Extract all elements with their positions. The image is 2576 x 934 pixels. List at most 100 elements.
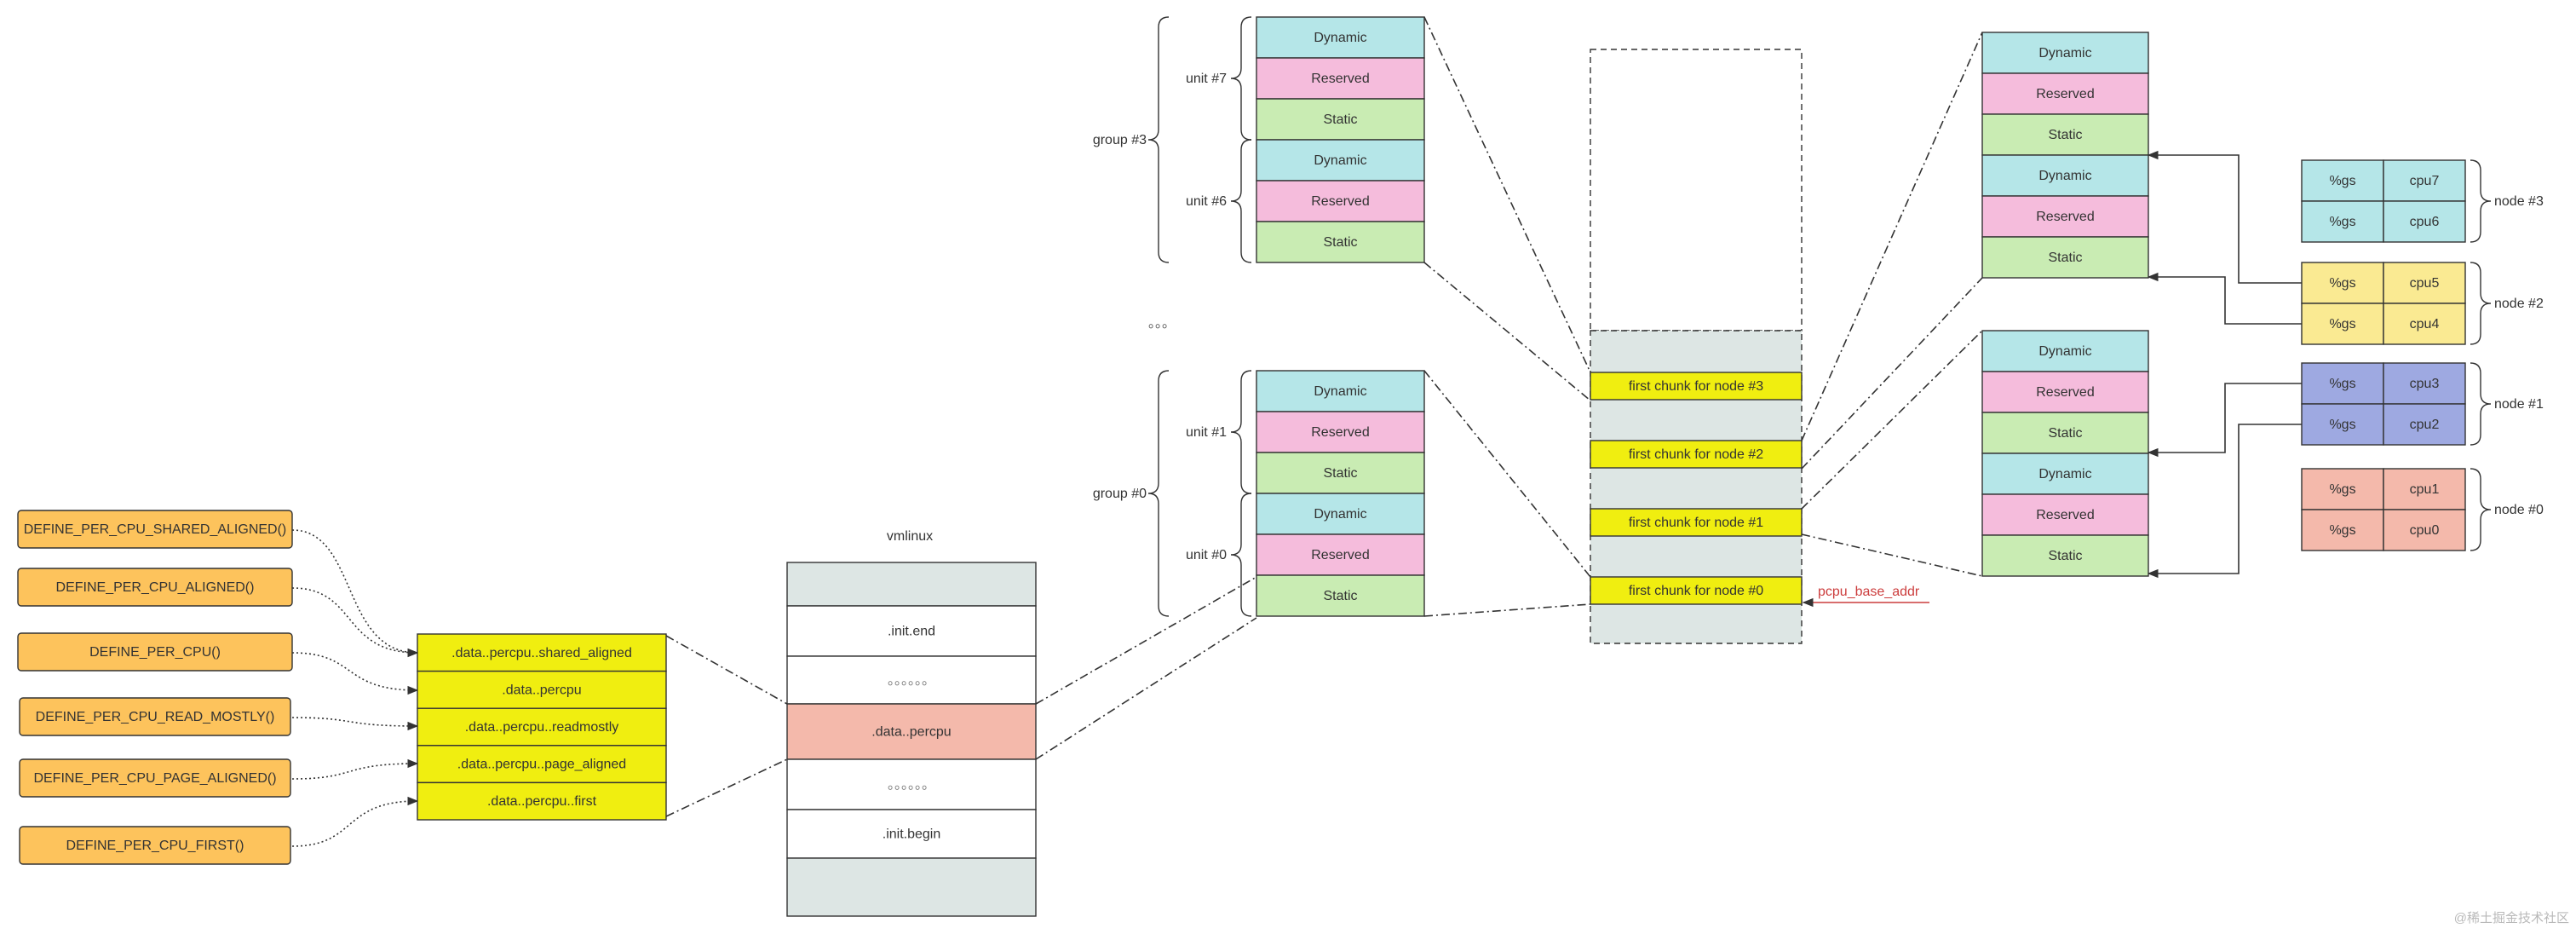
macro-5-label: DEFINE_PER_CPU_FIRST()	[66, 839, 244, 853]
section-1-label: .data..percpu	[502, 683, 581, 697]
cpu-node-1-cpu-1-label: cpu4	[2410, 317, 2440, 332]
node-stack-0-reserved-block: Reserved	[1981, 195, 2149, 238]
vmlinux-row-1: .init.end	[786, 605, 1037, 657]
macro-2: DEFINE_PER_CPU()	[17, 632, 293, 672]
cpu-node-0-gs-1: %gs	[2301, 200, 2384, 243]
group-0-reserved-block: Reserved	[1256, 180, 1425, 222]
vmlinux-row-4: 。。。。。。	[786, 758, 1037, 810]
group-0-dynamic-block-label: Dynamic	[1314, 153, 1366, 168]
macro-shared-aligned-connector	[291, 529, 419, 658]
cpu-node-2-gs-0: %gs	[2301, 362, 2384, 405]
vmlinux-row-2-label: 。。。。。。	[888, 673, 935, 688]
cpu-node-0-gs-1-label: %gs	[2329, 215, 2355, 229]
cpu-node-3-gs-0: %gs	[2301, 468, 2384, 510]
vmlinux-row-3-label: .data..percpu	[871, 725, 951, 740]
chunk-3: first chunk for node #0	[1590, 576, 1803, 605]
cpu3-arrow	[2147, 383, 2302, 458]
group3-to-chunk3-top	[1423, 16, 1591, 373]
node-stack-0-static-block-label: Static	[2048, 128, 2082, 142]
node-stack-1-reserved-block-label: Reserved	[2036, 385, 2094, 400]
macro-read-mostly-connector	[291, 717, 419, 731]
group-1-static-block-label: Static	[1323, 589, 1357, 603]
group-0-reserved-block: Reserved	[1256, 57, 1425, 100]
group-1-reserved-block: Reserved	[1256, 411, 1425, 453]
macro-3: DEFINE_PER_CPU_READ_MOSTLY()	[19, 697, 291, 736]
vmlinux-row-6	[786, 857, 1037, 917]
node-unit-stack-1: DynamicReservedStaticDynamicReservedStat…	[1981, 330, 2149, 577]
node-stack-0-static-block-label: Static	[2048, 251, 2082, 265]
cpu-node-0-cpu-0-label: cpu7	[2410, 174, 2440, 188]
group-1-static-block: Static	[1256, 452, 1425, 494]
node-unit-stacks: DynamicReservedStaticDynamicReservedStat…	[1981, 32, 2149, 577]
unit-brace-0-1	[1230, 139, 1252, 263]
watermark: @稀土掘金技术社区	[2454, 911, 2569, 925]
node-stack-0-dynamic-block: Dynamic	[1981, 154, 2149, 197]
cpu5-arrow	[2147, 150, 2302, 284]
node-stack-1-reserved-block: Reserved	[1981, 371, 2149, 413]
cpu-node-1-cpu-1: cpu4	[2383, 303, 2466, 345]
cpu-node-3-cpu-0: cpu1	[2383, 468, 2466, 510]
vmlinux-row-3: .data..percpu	[786, 703, 1037, 760]
macro-page-aligned-connector	[291, 758, 419, 780]
node-stack-1-static-block: Static	[1981, 534, 2149, 577]
node-stack-0-dynamic-block-label: Dynamic	[2038, 46, 2091, 61]
cpu2-arrow	[2147, 424, 2302, 579]
chunk-1: first chunk for node #2	[1590, 440, 1803, 469]
node-stack-1-static-block-label: Static	[2048, 426, 2082, 441]
cpu-node-3-cpu-1: cpu0	[2383, 509, 2466, 551]
section-3-label: .data..percpu..page_aligned	[457, 758, 626, 772]
section-0: .data..percpu..shared_aligned	[417, 633, 667, 672]
group-stack-0: DynamicReservedStaticDynamicReservedStat…	[1093, 16, 1425, 263]
group-1-reserved-block-label: Reserved	[1311, 425, 1369, 440]
node-stack-1-dynamic-block-label: Dynamic	[2038, 344, 2091, 359]
chunk-2: first chunk for node #1	[1590, 508, 1803, 537]
group-0-dynamic-block: Dynamic	[1256, 16, 1425, 59]
cpu-node-3-cpu-1-label: cpu0	[2410, 523, 2440, 538]
node-unit-stack-0: DynamicReservedStaticDynamicReservedStat…	[1981, 32, 2149, 279]
macro-list: DEFINE_PER_CPU_SHARED_ALIGNED() DEFINE_PE…	[17, 510, 293, 865]
cpu-node-3-cpu-0-label: cpu1	[2410, 482, 2440, 497]
cpu-node-1-cpu-0: cpu5	[2383, 262, 2466, 304]
group-label-0: group #3	[1093, 133, 1147, 147]
macro-0-label: DEFINE_PER_CPU_SHARED_ALIGNED()	[24, 522, 287, 537]
group0-to-chunk0-top	[1423, 370, 1591, 578]
node-stack-1-reserved-block: Reserved	[1981, 493, 2149, 536]
group-brace-1	[1147, 370, 1170, 617]
cpu-node-label-0: node #3	[2494, 194, 2544, 209]
node-stack-1-static-block: Static	[1981, 412, 2149, 454]
chunk1-to-node-right-bottom-top	[1801, 330, 1983, 510]
node-stack-1-dynamic-block-label: Dynamic	[2038, 467, 2091, 481]
group-0-static-block: Static	[1256, 98, 1425, 141]
vmlinux-row-5-label: .init.begin	[883, 827, 941, 842]
unit-brace-1-0	[1230, 370, 1252, 494]
chunk1-to-node-right-bottom-bottom	[1801, 533, 1983, 577]
group-0-dynamic-block: Dynamic	[1256, 139, 1425, 182]
group-1-static-block: Static	[1256, 574, 1425, 617]
cpu-node-2-gs-1: %gs	[2301, 403, 2384, 446]
vmlinux-to-group0-top	[1035, 576, 1257, 705]
vmlinux-title: vmlinux	[887, 529, 933, 544]
connector-lines	[291, 16, 2302, 847]
cpu-node-1-gs-0-label: %gs	[2329, 276, 2355, 291]
section-0-label: .data..percpu..shared_aligned	[451, 646, 632, 660]
macro-2-label: DEFINE_PER_CPU()	[89, 645, 221, 660]
macro-4: DEFINE_PER_CPU_PAGE_ALIGNED()	[19, 758, 291, 798]
node-stack-0-dynamic-block-label: Dynamic	[2038, 169, 2091, 183]
vmlinux-block: vmlinux .init.end 。。。。。。 .data..percpu 。。。。…	[786, 529, 1037, 917]
cpu-node-1-gs-1: %gs	[2301, 303, 2384, 345]
vmlinux-row-2: 。。。。。。	[786, 655, 1037, 705]
cpu-node-3-gs-0-label: %gs	[2329, 482, 2355, 497]
vmlinux-row-0	[786, 562, 1037, 607]
node-stack-1-dynamic-block: Dynamic	[1981, 453, 2149, 495]
cpu-node-2-cpu-0: cpu3	[2383, 362, 2466, 405]
vmlinux-to-group0-bottom	[1035, 617, 1257, 760]
macro-percpu-connector	[291, 652, 419, 695]
chunk2-to-node-right-top-bottom	[1801, 277, 1983, 470]
cpu-node-2-gs-1-label: %gs	[2329, 418, 2355, 432]
pcpu-base-addr-label: pcpu_base_addr	[1818, 585, 1920, 599]
